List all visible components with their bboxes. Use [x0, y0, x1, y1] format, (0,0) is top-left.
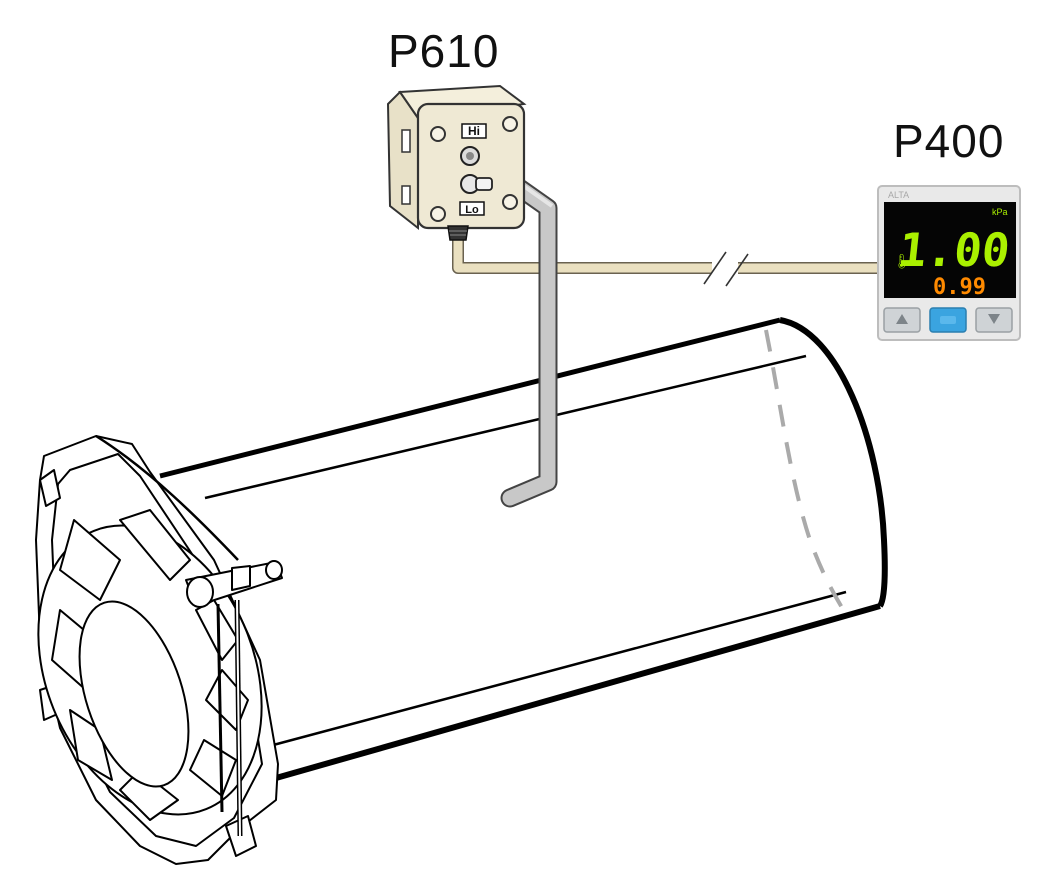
- p400-pressure-display: ALTA 🌡 kPa 1.00 0.99: [877, 185, 1021, 341]
- axial-fan: [35, 434, 283, 865]
- display-brand-text: ALTA: [888, 190, 909, 200]
- signal-cable: [452, 232, 886, 287]
- screw-icon: [430, 206, 446, 222]
- sensor-model-label: P610: [388, 25, 500, 77]
- air-duct: [159, 317, 888, 785]
- screw-icon: [502, 116, 518, 132]
- p610-pressure-sensor: Hi Lo: [386, 84, 527, 241]
- fan-hub: [78, 600, 190, 788]
- sub-reading: 0.99: [933, 275, 986, 300]
- unit-text: kPa: [992, 207, 1008, 217]
- display-model-label: P400: [893, 115, 1005, 167]
- lcd-screen: [884, 202, 1016, 298]
- low-port-label: Lo: [465, 204, 479, 216]
- screw-icon: [430, 126, 446, 142]
- down-arrow-icon: [988, 314, 1000, 324]
- up-arrow-icon: [896, 314, 908, 324]
- main-reading: 1.00: [896, 223, 1012, 277]
- screw-icon: [502, 194, 518, 210]
- high-port-label: Hi: [468, 124, 480, 138]
- thermometer-icon: 🌡: [893, 254, 911, 270]
